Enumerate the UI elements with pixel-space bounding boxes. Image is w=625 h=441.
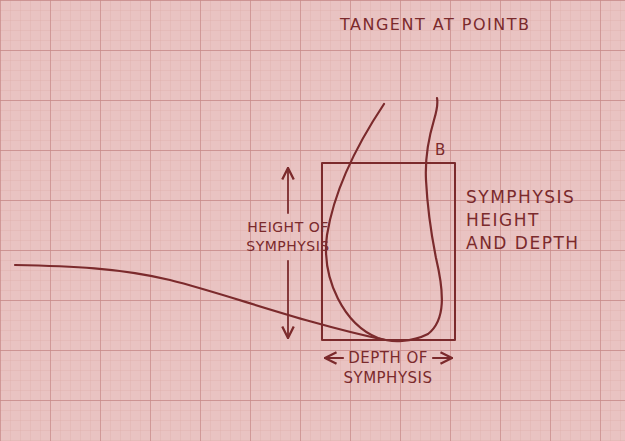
depth-arrow — [325, 357, 343, 359]
symphysis-outline — [326, 98, 442, 341]
symphysis-box — [322, 163, 455, 340]
point-label: B — [435, 140, 451, 160]
heading-text: SYMPHYSIS HEIGHT AND DEPTH — [466, 186, 588, 255]
height-arrow — [287, 168, 289, 213]
note-text: TANGENT AT POINTB — [340, 14, 610, 36]
depth-arrow — [433, 357, 452, 359]
dimension-label: HEIGHT OF SYMPHYSIS — [242, 218, 334, 256]
dimension-label: DEPTH OF SYMPHYSIS — [328, 348, 448, 389]
height-arrow — [287, 261, 289, 338]
